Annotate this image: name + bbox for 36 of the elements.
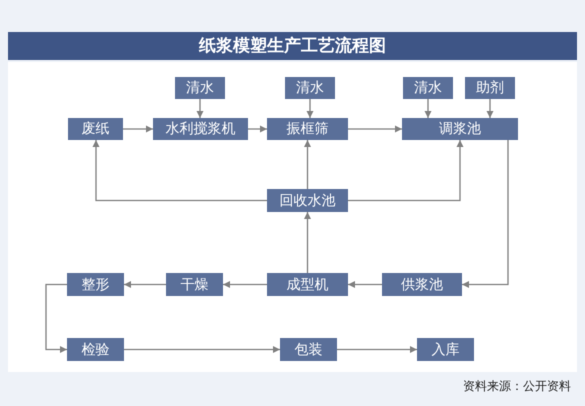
arrow [348,140,464,202]
arrow [223,281,267,288]
arrow [304,212,311,273]
process-box: 干燥 [166,273,223,296]
arrow [124,346,280,353]
arrow [462,140,509,288]
arrow [304,140,311,189]
arrow [424,99,432,118]
arrow [196,99,204,118]
arrow [124,281,166,288]
process-box: 整形 [67,273,124,296]
process-box: 清水 [285,77,335,99]
arrow [45,284,67,353]
arrow [486,99,494,118]
process-box: 清水 [403,77,453,99]
process-box: 废纸 [68,118,123,140]
arrow [348,126,402,132]
process-box: 振框筛 [267,118,348,140]
process-box: 成型机 [267,273,348,296]
process-box: 清水 [175,77,225,99]
process-box: 助剂 [465,77,515,99]
arrow [248,126,267,132]
arrow [337,346,417,353]
arrow [123,126,153,132]
process-box: 供浆池 [382,273,462,296]
source-note: 资料来源：公开资料 [463,378,571,395]
process-box: 回收水池 [267,189,348,212]
title-banner: 纸浆模塑生产工艺流程图 [8,32,577,60]
process-box: 调浆池 [402,118,518,140]
arrow [92,140,267,202]
process-box: 水利搅浆机 [153,118,248,140]
process-box: 包装 [280,338,337,361]
process-box: 检验 [67,338,124,361]
process-box: 入库 [417,338,474,361]
arrow [306,99,314,118]
arrow [348,281,382,288]
